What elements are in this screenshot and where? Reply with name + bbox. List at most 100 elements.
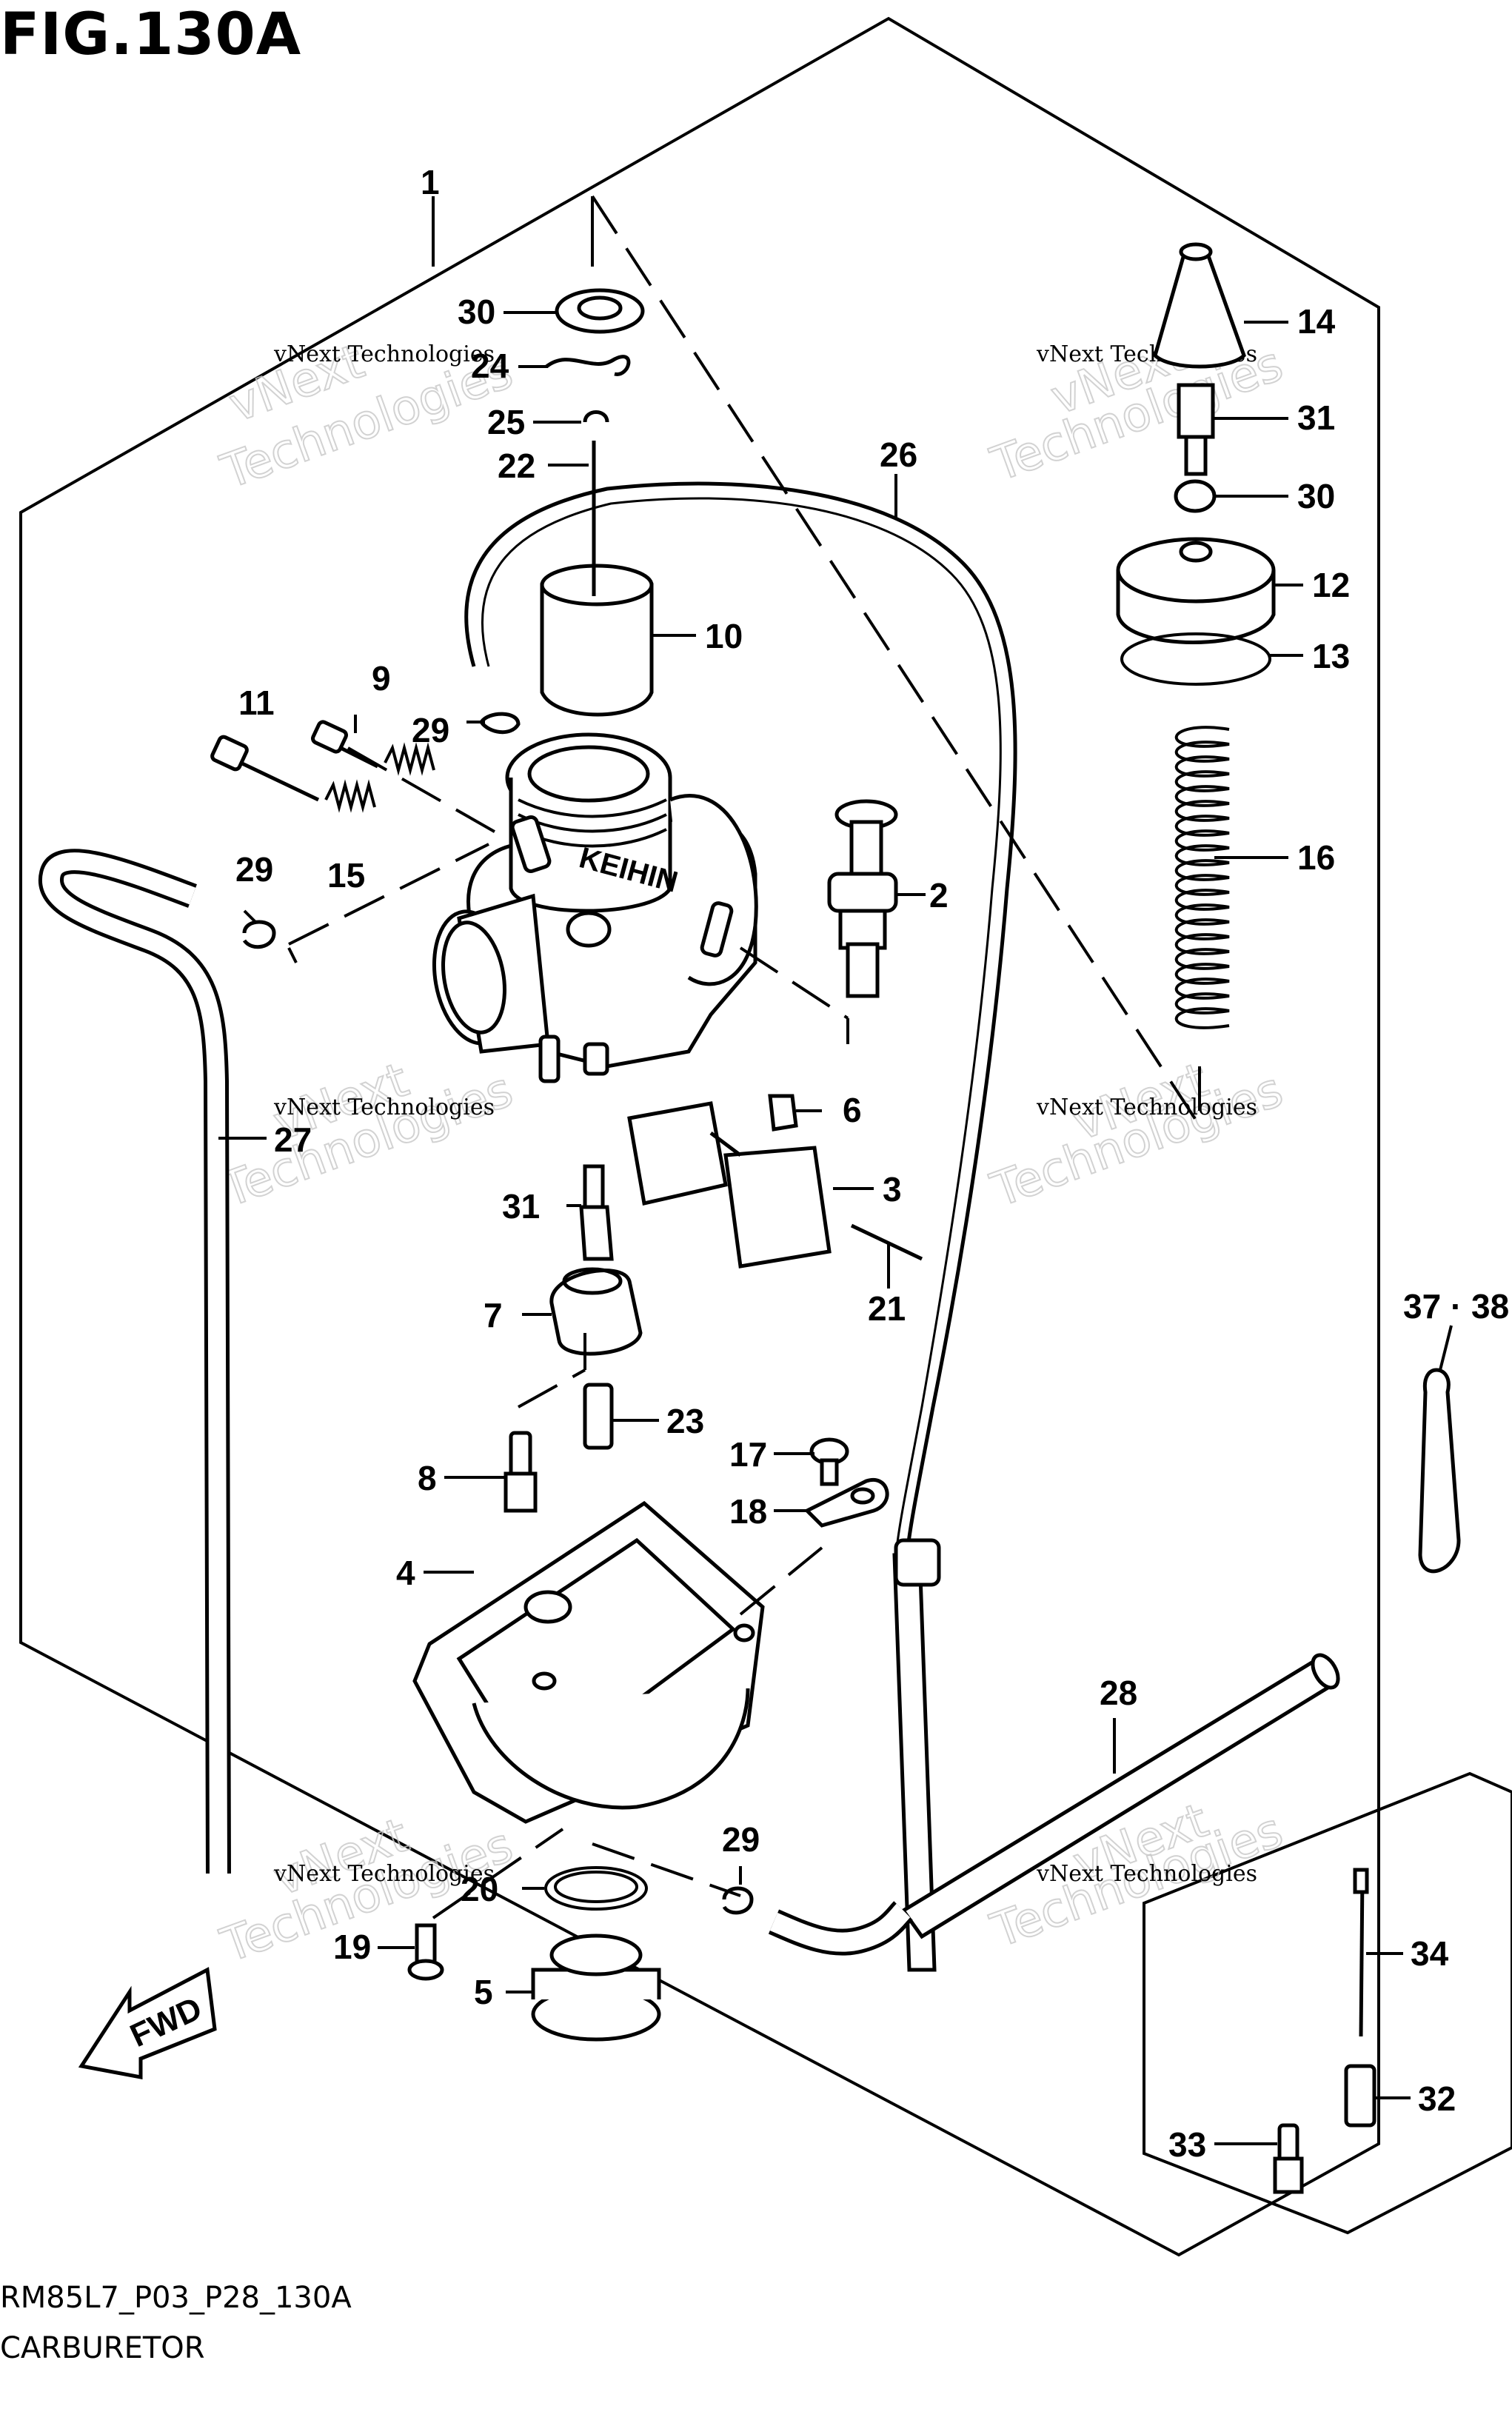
part-31-nut [1174,479,1217,513]
callout-37-38: 37 · 38 [1403,1287,1509,1326]
part-10-throttle-valve [540,564,654,717]
part-25-ring [583,410,609,423]
callout-3: 3 [883,1170,902,1209]
guide-drain [432,1828,564,1919]
callout-29-left: 29 [235,850,273,889]
callout-8: 8 [418,1459,437,1497]
callout-2: 2 [929,876,949,915]
part-6-clip [768,1094,798,1132]
part-33-jet [579,1164,614,1261]
callout-28: 28 [1100,1674,1137,1712]
part-15-spring [324,779,376,813]
part-36-jet-needle [1359,1873,1365,2037]
guide-starter [739,946,849,1020]
callout-26: 26 [880,435,917,474]
part-9-screw [311,720,379,769]
part-3-float [627,1101,832,1269]
callout-29-top: 29 [412,711,449,749]
outer-frame [19,16,1380,2257]
part-14-cap [1153,242,1246,369]
part-5-plug [531,1934,661,2042]
callout-16: 16 [1297,838,1335,877]
callout-34: 32 [1418,2079,1456,2118]
part-7-baffle [549,1267,643,1356]
part-11-screw [210,735,320,802]
svg-text:vNext Technologies: vNext Technologies [273,1861,495,1887]
callout-20: 20 [461,1870,498,1908]
callout-25: 25 [487,403,525,441]
callout-9: 9 [372,659,391,698]
callout-27: 27 [274,1120,312,1159]
callout-17: 17 [729,1435,767,1474]
part-35-main-jet [1273,2123,1304,2194]
part-29-clamp-bottom [722,1886,754,1915]
callout-10: 10 [705,617,743,655]
watermark-bottom-right: vNext Technologies vNext Technologies [983,1793,1291,1960]
callout-5: 5 [474,1973,493,2011]
footer-code: RM85L7_P03_P28_130A [0,2281,352,2315]
part-29-clamp-top [479,712,521,735]
part-16-spring [1174,726,1230,1029]
callout-36: 34 [1411,1934,1449,1973]
callout-1: 1 [421,163,440,201]
callout-13: 13 [1312,637,1350,675]
guide-screw-left [288,843,489,946]
svg-text:vNext Technologies: vNext Technologies [1036,1094,1257,1120]
part-17-screw [809,1437,849,1486]
footer-name: CARBURETOR [0,2331,205,2365]
guide-bowl-bracket [739,1546,823,1616]
carburetor-body: KEIHIN [432,732,758,1083]
callout-32: 31 [1297,398,1335,437]
callout-18: 18 [729,1492,767,1531]
callout-24: 24 [471,347,509,385]
part-8-main-jet [504,1431,538,1513]
part-32-adjuster [1177,383,1215,476]
svg-text:vNext Technologies: vNext Technologies [273,1094,495,1120]
svg-text:vNext Technologies: vNext Technologies [1036,1861,1257,1887]
callout-21: 21 [868,1289,906,1328]
part-12-top [1116,537,1276,644]
callout-22: 22 [498,447,535,485]
callout-12: 12 [1312,566,1350,604]
callout-7: 7 [484,1296,503,1334]
part-29-clamp-left [242,920,276,949]
callout-35: 33 [1168,2125,1206,2164]
fwd-arrow: FWD [78,1967,217,2080]
callout-23: 23 [666,1402,704,1440]
part-37-38-strap [1418,1368,1461,1574]
callout-33: 31 [502,1187,540,1226]
part-20-o-ring [544,1866,648,1911]
hose-26 [464,481,1017,1593]
part-24-clip [545,355,631,376]
part-13-o-ring [1120,632,1271,686]
callout-31: 30 [1297,477,1335,515]
part-34-needle-jet [1344,2064,1376,2128]
part-2-starter-plunger [827,799,898,998]
part-19-screw [407,1923,444,1981]
watermark-mid-left: vNext Technologies vNext Technologies [213,1052,521,1220]
callout-6: 6 [843,1091,862,1129]
callout-15: 15 [327,856,365,895]
callout-30: 30 [458,293,495,331]
callout-19: 19 [333,1928,371,1966]
watermark-mid-right: vNext Technologies vNext Technologies [983,1052,1291,1220]
svg-text:vNext Technologies: vNext Technologies [273,341,495,367]
callout-4: 4 [396,1554,415,1592]
callout-29-bottom: 29 [722,1820,760,1859]
part-18-bracket [803,1477,889,1528]
hose-27 [39,849,231,1874]
guide-plug [592,1842,741,1897]
part-4-float-bowl [412,1500,765,1824]
guide-screw-upper [347,746,504,838]
part-30-seat [555,288,645,334]
figure-title: FIG.130A [0,1,302,68]
part-23-jet [583,1383,614,1450]
part-21-pin [850,1223,923,1261]
part-9-spring [384,742,435,776]
callout-14: 14 [1297,302,1336,341]
guide-jets [518,1368,586,1408]
subset-frame [1143,1771,1512,2235]
hose-26-clamp [894,1538,941,1587]
callout-11: 11 [238,684,275,722]
